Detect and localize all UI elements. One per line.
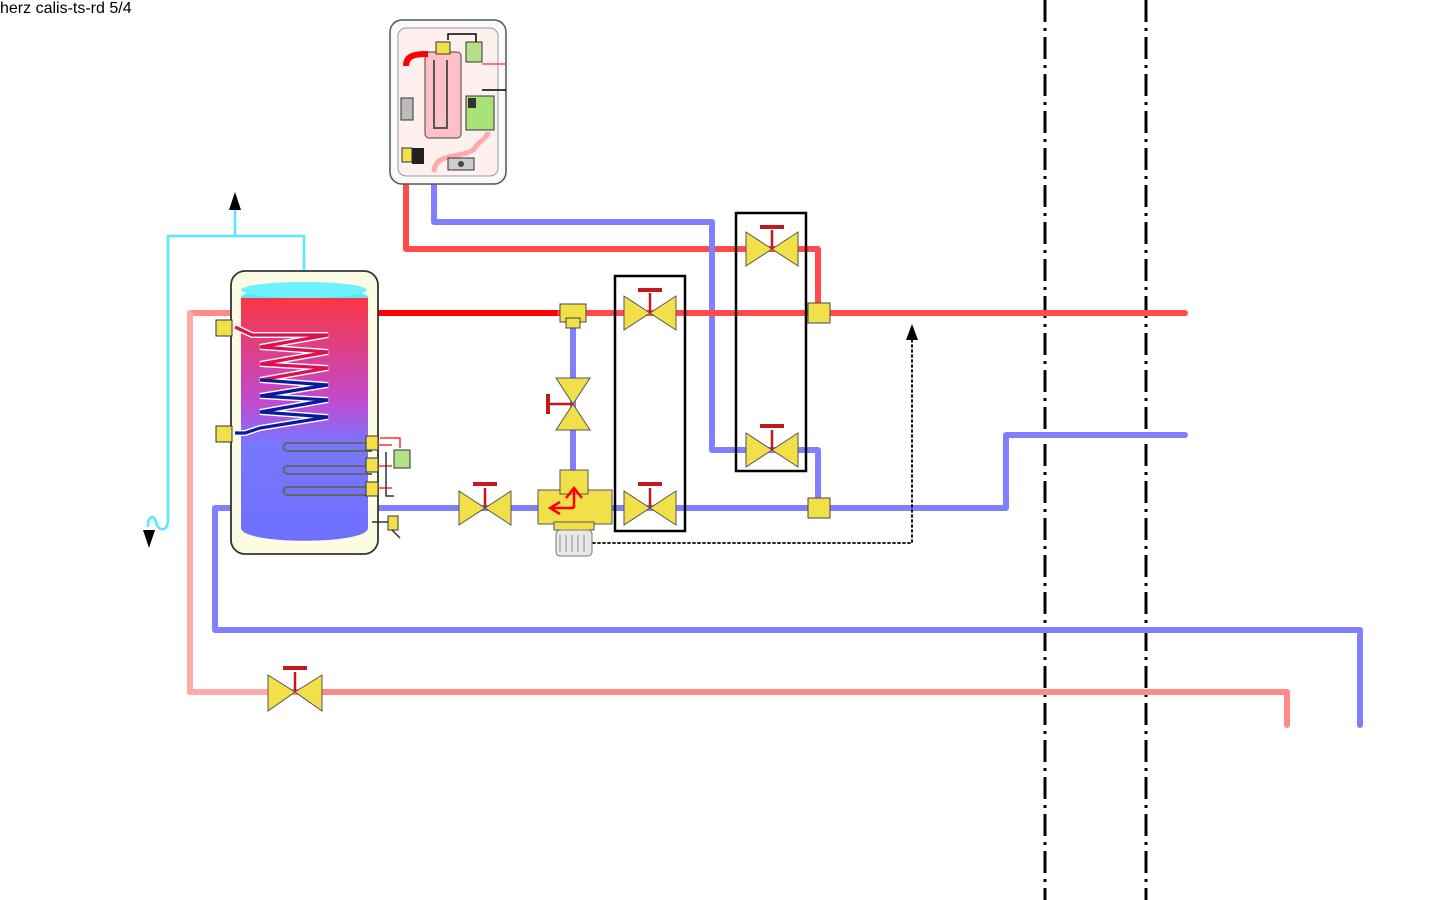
mixing-valve-icon[interactable] <box>537 469 613 557</box>
ball-valve-icon[interactable] <box>623 490 677 526</box>
boiler-return-pipe <box>212 505 1363 728</box>
ball-valve-icon[interactable] <box>555 377 591 431</box>
vent-up-arrow-icon <box>229 192 241 210</box>
mixing-valve-label: herz calis-ts-rd 5/4 <box>0 0 132 17</box>
heat-pump-unit-icon <box>389 19 507 185</box>
vent-line <box>146 234 306 531</box>
ball-valve-icon[interactable] <box>745 432 799 468</box>
vent-down-arrow-icon <box>143 530 155 548</box>
main-return-pipe <box>597 432 1188 511</box>
ball-valve-icon[interactable] <box>745 231 799 267</box>
sensor-arrow-icon <box>906 324 918 340</box>
valve-handle <box>638 288 662 313</box>
sensor-capillary-line <box>587 327 913 544</box>
valve-group-frames <box>613 211 808 533</box>
separation-lines <box>1043 0 1148 900</box>
ball-valve-icon[interactable] <box>267 674 323 712</box>
storage-tank-icon <box>215 270 411 555</box>
tee-fittings <box>559 302 831 519</box>
ball-valve-icon[interactable] <box>458 490 512 526</box>
ball-valve-icon[interactable] <box>623 295 677 331</box>
heat-pump-return-pipe <box>431 169 821 511</box>
